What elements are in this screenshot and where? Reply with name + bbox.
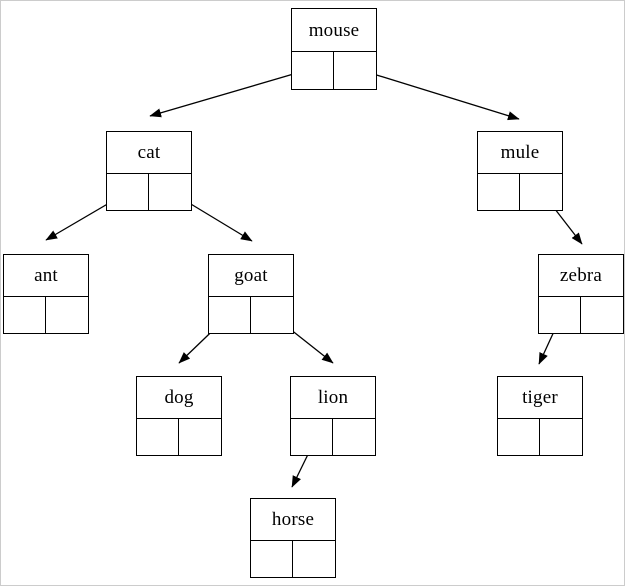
- right-pointer-cell-mule[interactable]: [520, 174, 562, 210]
- right-pointer-cell-goat[interactable]: [251, 297, 293, 333]
- left-pointer-cell-zebra[interactable]: [539, 297, 581, 333]
- tree-node-cat[interactable]: cat: [106, 131, 192, 211]
- left-pointer-cell-goat[interactable]: [209, 297, 251, 333]
- node-pointer-cells-mouse: [292, 52, 376, 89]
- tree-node-lion[interactable]: lion: [290, 376, 376, 456]
- node-pointer-cells-mule: [478, 174, 562, 210]
- right-pointer-cell-ant[interactable]: [46, 297, 88, 333]
- tree-node-mule[interactable]: mule: [477, 131, 563, 211]
- left-pointer-cell-mouse[interactable]: [292, 52, 334, 89]
- node-pointer-cells-lion: [291, 419, 375, 455]
- tree-node-zebra[interactable]: zebra: [538, 254, 624, 334]
- tree-node-goat[interactable]: goat: [208, 254, 294, 334]
- edge-mouse-to-cat: [149, 67, 315, 118]
- left-pointer-cell-horse[interactable]: [251, 541, 293, 577]
- tree-node-mouse[interactable]: mouse: [291, 8, 377, 90]
- tree-node-ant[interactable]: ant: [3, 254, 89, 334]
- left-pointer-cell-ant[interactable]: [4, 297, 46, 333]
- node-pointer-cells-horse: [251, 541, 335, 577]
- node-label-mule: mule: [478, 132, 562, 174]
- node-label-lion: lion: [291, 377, 375, 419]
- left-pointer-cell-tiger[interactable]: [498, 419, 540, 455]
- left-pointer-cell-dog[interactable]: [137, 419, 179, 455]
- edge-mouse-to-mule: [353, 67, 520, 121]
- left-pointer-cell-mule[interactable]: [478, 174, 520, 210]
- node-label-horse: horse: [251, 499, 335, 541]
- node-pointer-cells-goat: [209, 297, 293, 333]
- right-pointer-cell-zebra[interactable]: [581, 297, 623, 333]
- node-label-ant: ant: [4, 255, 88, 297]
- node-pointer-cells-zebra: [539, 297, 623, 333]
- tree-node-tiger[interactable]: tiger: [497, 376, 583, 456]
- right-pointer-cell-cat[interactable]: [149, 174, 191, 210]
- right-pointer-cell-lion[interactable]: [333, 419, 375, 455]
- tree-node-dog[interactable]: dog: [136, 376, 222, 456]
- node-label-cat: cat: [107, 132, 191, 174]
- node-label-zebra: zebra: [539, 255, 623, 297]
- right-pointer-cell-dog[interactable]: [179, 419, 221, 455]
- node-label-mouse: mouse: [292, 9, 376, 52]
- left-pointer-cell-cat[interactable]: [107, 174, 149, 210]
- node-pointer-cells-cat: [107, 174, 191, 210]
- right-pointer-cell-mouse[interactable]: [334, 52, 376, 89]
- right-pointer-cell-tiger[interactable]: [540, 419, 582, 455]
- tree-node-horse[interactable]: horse: [250, 498, 336, 578]
- node-pointer-cells-dog: [137, 419, 221, 455]
- node-label-tiger: tiger: [498, 377, 582, 419]
- right-pointer-cell-horse[interactable]: [293, 541, 335, 577]
- node-label-dog: dog: [137, 377, 221, 419]
- node-pointer-cells-tiger: [498, 419, 582, 455]
- node-label-goat: goat: [209, 255, 293, 297]
- node-pointer-cells-ant: [4, 297, 88, 333]
- left-pointer-cell-lion[interactable]: [291, 419, 333, 455]
